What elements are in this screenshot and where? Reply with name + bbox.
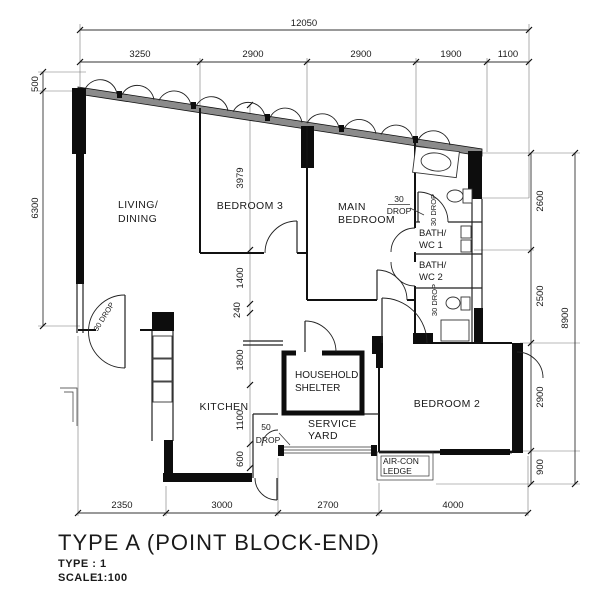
- dim-bottom-2: 3000: [211, 500, 232, 511]
- dim-inner-240: 240: [232, 302, 243, 318]
- extension-lines: [38, 24, 580, 516]
- household-shelter-walls: [281, 320, 365, 416]
- bedroom2-window-swing: [516, 351, 544, 379]
- room-label-living-line2: DINING: [118, 213, 157, 225]
- drop-bath1-rotated: 30 DROP: [429, 194, 438, 226]
- dim-top-4: 1900: [440, 49, 461, 60]
- kitchen-exit-door-swing: [254, 477, 278, 501]
- fixtures: [152, 145, 473, 403]
- room-label-bedroom3: BEDROOM 3: [217, 200, 284, 212]
- dim-left-6300: 6300: [30, 197, 41, 218]
- room-label-shelter-line2: SHELTER: [295, 383, 340, 394]
- bath2-door-swing: [390, 261, 416, 287]
- drop-entrance-rotated: 30 DROP: [92, 301, 117, 333]
- entrance-door-swing: [88, 294, 126, 369]
- bath1-door-swing: [390, 227, 416, 253]
- room-label-bedroom2: BEDROOM 2: [414, 398, 481, 410]
- dim-interior-chain: 3979 1400 240 1800 1100 600: [232, 101, 254, 472]
- plan-scale-value: 1:100: [97, 572, 128, 584]
- front-facade-wall: [77, 79, 483, 157]
- drop-annotations: 30 DROP 30 DROP 30 DROP 50 DROP 30 DROP: [92, 194, 439, 446]
- bedroom2-door-swing: [381, 297, 428, 344]
- drop-main-bedroom-word: DROP: [387, 206, 412, 216]
- plan-title: TYPE A (POINT BLOCK-END): [58, 530, 380, 555]
- drop-service-word: DROP: [256, 435, 281, 445]
- dim-bottom-1: 2350: [111, 500, 132, 511]
- dim-bottom-3: 2700: [317, 500, 338, 511]
- drop-bath2-rotated: 30 DROP: [430, 284, 439, 316]
- dim-inner-1400: 1400: [235, 267, 246, 288]
- dim-right-8900: 8900: [560, 307, 571, 328]
- toilet-bath2: [445, 296, 471, 311]
- room-label-main-bedroom-line1: MAIN: [338, 201, 366, 213]
- aircon-ledge-box: [376, 451, 434, 481]
- dim-top-1: 3250: [129, 49, 150, 60]
- doors: [88, 191, 544, 501]
- dim-bottom-4: 4000: [442, 500, 463, 511]
- room-label-service-yard-line1: SERVICE: [308, 418, 357, 430]
- exterior-walls: [60, 88, 523, 482]
- dim-top-3: 2900: [350, 49, 371, 60]
- room-label-aircon-line2: LEDGE: [383, 466, 412, 476]
- room-label-aircon-line1: AIR-CON: [383, 456, 419, 466]
- dim-left: 500 6300: [30, 68, 47, 330]
- room-label-bath1-line2: WC 1: [419, 240, 443, 251]
- dim-inner-600: 600: [235, 451, 246, 467]
- bedroom3-door-swing: [264, 220, 298, 254]
- dim-right-900: 900: [535, 459, 546, 475]
- dim-inner-3979: 3979: [235, 167, 246, 188]
- title-block: TYPE A (POINT BLOCK-END) TYPE : 1 SCALE …: [58, 530, 380, 584]
- dim-right-chain: 2600 2500 2900 900: [527, 149, 546, 488]
- room-labels: LIVING/ DINING BEDROOM 3 MAIN BEDROOM BA…: [118, 199, 480, 476]
- dim-right-2600: 2600: [535, 190, 546, 211]
- drop-service-num: 50: [261, 422, 271, 432]
- room-label-main-bedroom-line2: BEDROOM: [338, 214, 395, 226]
- dim-inner-1100: 1100: [235, 410, 246, 430]
- plan-scale-label: SCALE: [58, 572, 98, 584]
- room-label-service-yard-line2: YARD: [308, 430, 338, 442]
- room-label-bath2-line1: BATH/: [419, 260, 447, 271]
- dim-top-overall-label: 12050: [291, 18, 317, 29]
- dim-right-2900: 2900: [535, 386, 546, 407]
- dim-top-5: 1100: [498, 49, 518, 60]
- dim-top-2: 2900: [242, 49, 263, 60]
- toilet-main-bath: [446, 188, 473, 204]
- bathtub: [412, 145, 460, 179]
- dim-right-2500: 2500: [535, 285, 546, 306]
- room-label-bath2-line2: WC 2: [419, 272, 443, 283]
- room-label-living-line1: LIVING/: [118, 199, 158, 211]
- dim-inner-1800: 1800: [235, 349, 246, 370]
- main-bedroom-door-swing: [376, 269, 408, 301]
- dim-left-500: 500: [30, 76, 41, 92]
- dim-bottom: 2350 3000 2700 4000: [74, 500, 532, 517]
- plan-type: TYPE : 1: [58, 558, 107, 570]
- room-label-kitchen: KITCHEN: [200, 401, 249, 413]
- kitchen-counter: [152, 335, 173, 403]
- room-label-shelter-line1: HOUSEHOLD: [295, 370, 358, 381]
- bath1-fittings: [460, 225, 472, 253]
- dim-top-overall: 12050: [76, 18, 533, 34]
- room-label-bath1-line1: BATH/: [419, 228, 447, 239]
- service-yard-door-swing: [261, 429, 279, 447]
- drop-main-bedroom-num: 30: [394, 194, 404, 204]
- dim-top-segments: 3250 2900 2900 1900 1100: [76, 49, 533, 66]
- dim-right-overall: 8900: [560, 149, 579, 488]
- main-bath-door-swing: [417, 191, 449, 223]
- service-yard-window: [278, 445, 377, 456]
- shower-bath2: [440, 319, 470, 342]
- interior-walls: [199, 108, 512, 452]
